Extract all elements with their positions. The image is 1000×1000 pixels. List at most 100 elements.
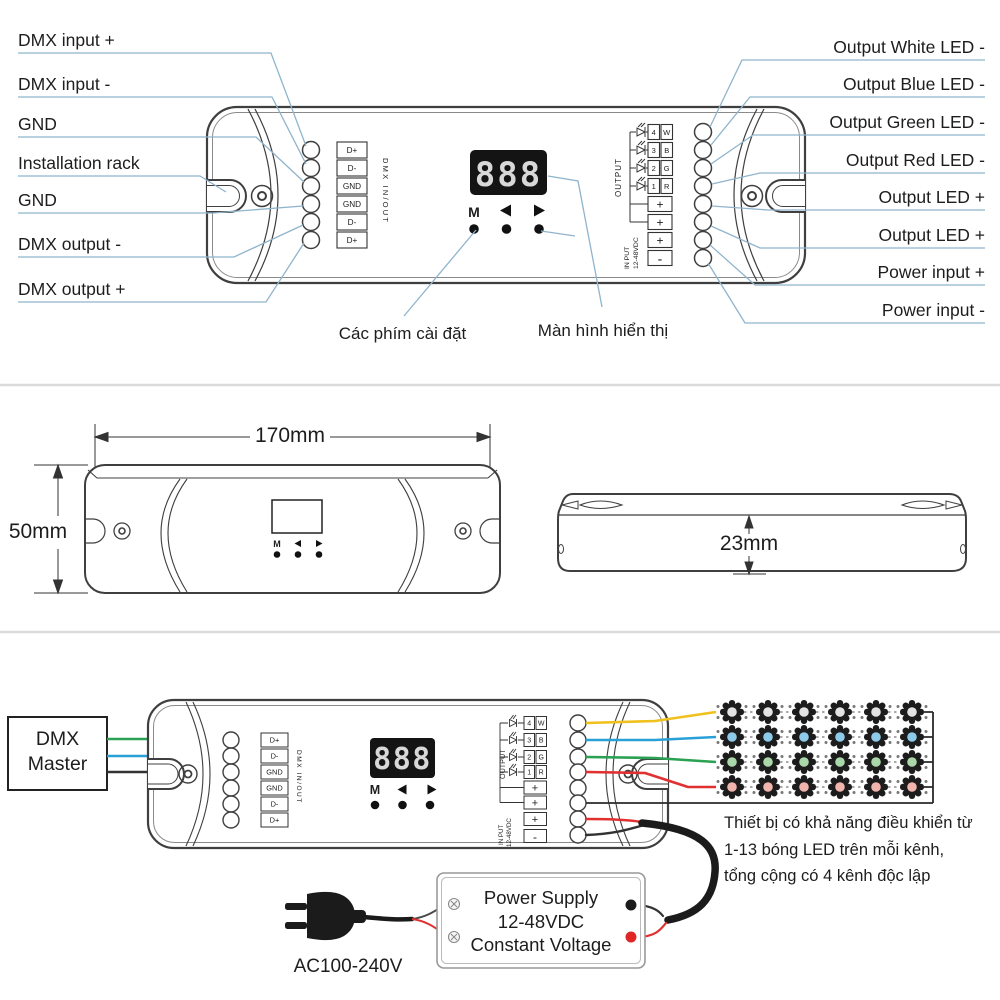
minus-terminal: - — [658, 251, 663, 267]
plus-terminal: + — [532, 814, 538, 826]
channel-number: 3 — [527, 738, 531, 745]
dmx-master-box — [7, 716, 108, 791]
mode-button-label: M — [273, 539, 281, 549]
input-group-label: IN PUT — [624, 247, 631, 269]
output-channel-boxes — [523, 716, 547, 843]
screw-left — [250, 184, 274, 208]
led-white — [896, 700, 928, 724]
dmx-master-label: DMX Master — [8, 727, 107, 777]
channel-number: 1 — [527, 770, 531, 777]
terminal-label: GND — [343, 182, 361, 191]
led-red — [752, 775, 784, 799]
led-blue — [860, 725, 892, 749]
power-supply-label: Power Supply 12-48VDC Constant Voltage — [437, 886, 645, 957]
screw-right — [740, 184, 764, 208]
led-diode-symbols — [509, 714, 518, 777]
ac-plug-icon — [285, 891, 447, 941]
pin-label-gnd: GND — [18, 114, 57, 134]
mode-button — [469, 224, 479, 234]
terminal-label: D- — [271, 752, 279, 761]
plus-terminal: + — [656, 234, 663, 248]
psu-dc-negative — [625, 899, 637, 911]
led-wires — [585, 710, 717, 789]
led-return-bus — [586, 711, 934, 804]
pin-label-power-input-minus: Power input - — [881, 300, 985, 320]
led-white — [824, 700, 856, 724]
led-red — [896, 775, 928, 799]
power-cable — [638, 819, 719, 924]
pin-label-output-led-plus: Output LED + — [878, 225, 985, 245]
left-arrow-button-icon — [294, 540, 301, 547]
led-white — [752, 700, 784, 724]
mode-button-label: M — [468, 204, 480, 220]
power-supply-box — [436, 872, 646, 969]
led-display: 888 — [470, 150, 547, 195]
channel-letter: R — [539, 770, 544, 777]
plus-terminal: + — [656, 216, 663, 230]
terminal-label: D+ — [270, 816, 280, 825]
right-arrow-button-icon — [427, 784, 437, 795]
led-red — [788, 775, 820, 799]
channel-letter: G — [538, 755, 543, 762]
psu-dc-positive — [625, 931, 637, 943]
display-value: 888 — [373, 742, 432, 777]
right-arrow-button-icon — [316, 540, 323, 547]
led-diode-symbols — [636, 122, 647, 191]
plus-terminal: + — [532, 798, 538, 810]
pin-label-output-green: Output Green LED - — [829, 112, 985, 132]
dmx-terminal-block — [336, 141, 368, 249]
dmx-inout-label: DMX IN/OUT — [295, 750, 302, 804]
display-value: 888 — [475, 155, 542, 195]
led-blue — [788, 725, 820, 749]
note-line2: 1-13 bóng LED trên mỗi kênh, — [724, 840, 945, 859]
terminal-label: D+ — [347, 236, 358, 245]
input-group-label: IN PUT — [498, 824, 505, 845]
led-green — [788, 750, 820, 774]
pin-label-power-input-plus: Power input + — [877, 262, 986, 282]
dimension-height-value: 50mm — [8, 520, 68, 543]
output-group-label: OUTPUT — [498, 749, 507, 779]
left-arrow-button-icon — [397, 784, 407, 795]
led-blue — [716, 725, 748, 749]
terminal-label: GND — [343, 200, 361, 209]
input-voltage-label: 12-48VDC — [633, 237, 640, 269]
mounting-notch-right — [765, 179, 805, 213]
channel-letter: W — [538, 721, 545, 728]
dimension-depth — [733, 514, 766, 576]
psu-screw-terminals — [447, 897, 461, 944]
capability-note: Thiết bị có khả năng điều khiển từ 1-13 … — [724, 810, 996, 890]
dmx-master-line2: Master — [27, 753, 88, 775]
input-voltage-label: 12-48VDC — [506, 818, 513, 847]
led-blue — [896, 725, 928, 749]
led-red — [824, 775, 856, 799]
dimension-depth-value: 23mm — [719, 532, 779, 555]
pin-label-output-red: Output Red LED - — [845, 150, 985, 170]
led-green — [752, 750, 784, 774]
led-white — [716, 700, 748, 724]
led-blue — [824, 725, 856, 749]
front-view-device: M — [84, 464, 501, 594]
plus-terminal: + — [656, 198, 663, 212]
wiring-device: D+ D- GND GND D- D+ DMX IN/OUT 888 M OUT… — [146, 698, 670, 850]
terminal-label: D- — [348, 218, 357, 227]
led-white — [788, 700, 820, 724]
channel-letter: B — [664, 146, 669, 155]
led-white — [860, 700, 892, 724]
caption-display-screen: Màn hình hiển thị — [537, 321, 669, 340]
channel-letter: B — [539, 738, 544, 745]
output-channel-boxes — [647, 123, 674, 267]
channel-letter: R — [664, 182, 670, 191]
dmx-terminal-pins — [222, 731, 240, 829]
led-green — [716, 750, 748, 774]
led-red — [716, 775, 748, 799]
terminal-label: GND — [266, 784, 282, 793]
channel-letter: G — [664, 164, 670, 173]
terminal-label: D+ — [347, 146, 358, 155]
led-red — [860, 775, 892, 799]
dimension-width-value: 170mm — [254, 424, 326, 447]
led-green — [824, 750, 856, 774]
note-line1: Thiết bị có khả năng điều khiển từ — [724, 814, 973, 832]
pin-label-installation-rack: Installation rack — [18, 153, 140, 173]
